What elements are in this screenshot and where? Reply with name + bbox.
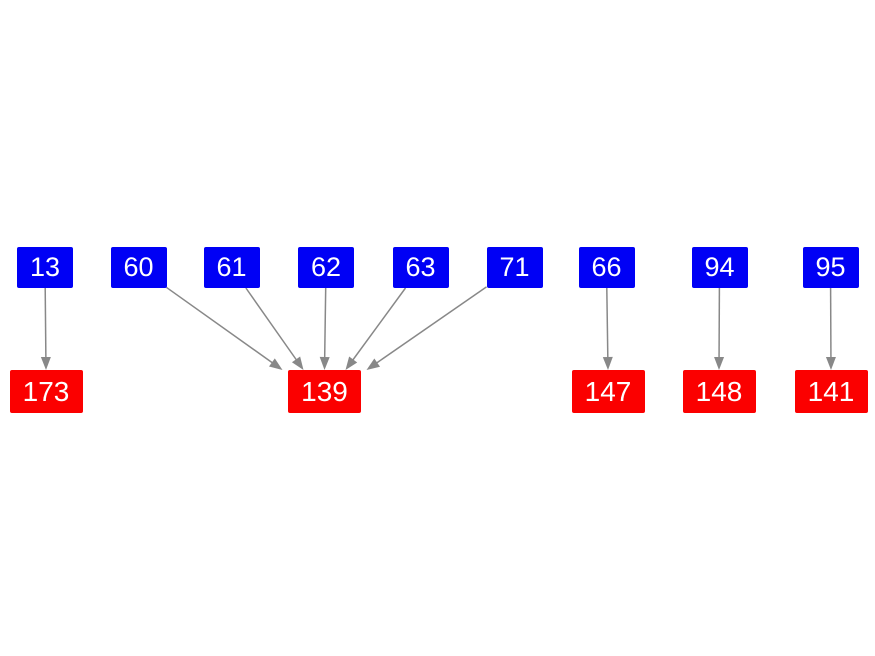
node-60[interactable]: 60 (110, 247, 167, 288)
node-63[interactable]: 63 (392, 247, 449, 288)
edge-63-139 (345, 287, 407, 370)
edge-95-141 (825, 287, 836, 370)
node-61[interactable]: 61 (203, 247, 260, 288)
edge-62-139 (319, 287, 330, 370)
node-147[interactable]: 147 (571, 370, 645, 413)
node-62[interactable]: 62 (298, 247, 354, 288)
node-94[interactable]: 94 (691, 247, 748, 288)
node-66[interactable]: 66 (578, 247, 635, 288)
node-173[interactable]: 173 (9, 370, 83, 413)
node-95[interactable]: 95 (802, 247, 859, 288)
node-139[interactable]: 139 (288, 370, 361, 413)
edge-66-147 (602, 287, 613, 370)
edge-13-173 (40, 287, 51, 370)
edge-61-139 (245, 287, 304, 370)
edge-60-139 (166, 286, 283, 370)
edge-94-148 (714, 287, 725, 370)
edge-71-139 (366, 286, 487, 370)
node-141[interactable]: 141 (794, 370, 868, 413)
node-13[interactable]: 13 (17, 247, 73, 288)
node-71[interactable]: 71 (486, 247, 543, 288)
node-148[interactable]: 148 (682, 370, 756, 413)
